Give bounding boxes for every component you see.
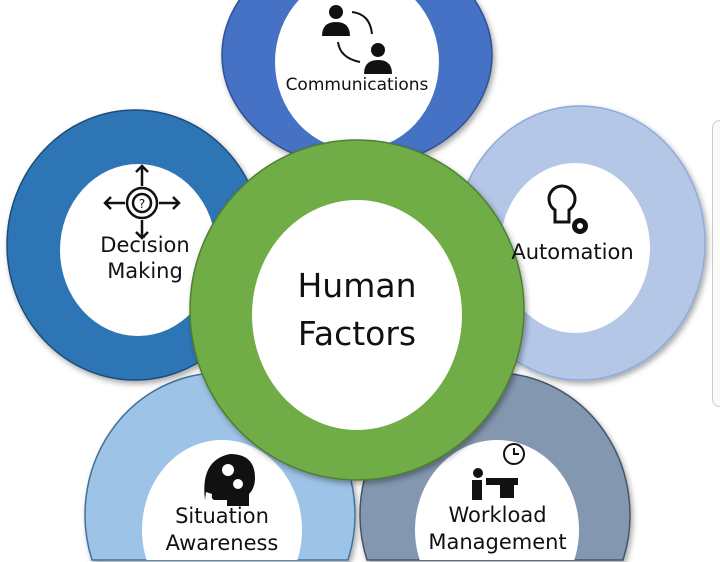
svg-text:?: ? [139, 197, 145, 211]
label-line: Making [107, 259, 183, 284]
label-communications: Communications [285, 75, 429, 95]
label-workload-management: Workload Management [420, 502, 575, 556]
person-desk-clock-icon [472, 443, 525, 500]
center-human-factors [189, 139, 525, 481]
center-title-line: Human [297, 266, 417, 305]
label-line: Decision [100, 233, 190, 257]
center-title: Human Factors [257, 262, 457, 358]
gear-question-arrows-icon: ? [103, 164, 181, 240]
petal-workload-management [359, 372, 631, 561]
label-line: Situation [175, 504, 269, 528]
lightbulb-gear-icon [547, 184, 588, 234]
head-gears-icon [204, 454, 255, 506]
label-line: Awareness [165, 530, 279, 555]
center-title-line: Factors [297, 313, 417, 353]
people-exchange-icon [322, 5, 392, 74]
label-automation: Automation [511, 240, 634, 264]
label-situation-awareness: Situation Awareness [147, 503, 297, 557]
label-line: Workload [448, 503, 547, 527]
label-line: Management [428, 529, 567, 554]
label-decision-making: Decision Making [70, 232, 220, 285]
petal-communications [221, 0, 493, 168]
